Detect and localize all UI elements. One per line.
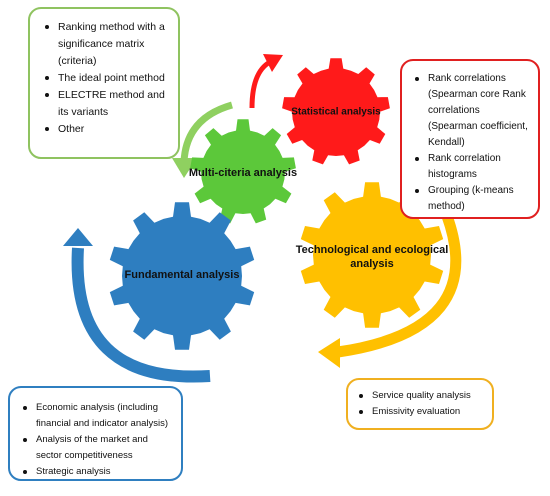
list-item: Service quality analysis: [354, 388, 486, 404]
list-item: The ideal point method: [40, 70, 170, 87]
list-item: Strategic analysis: [18, 464, 175, 480]
list-item: Analysis of the market and sector compet…: [18, 432, 175, 464]
statistical-gear: [282, 58, 390, 165]
list-item: ELECTRE method and its variants: [40, 87, 170, 121]
list-item: Emissivity evaluation: [354, 404, 486, 420]
technological-gear: [300, 182, 444, 328]
list-item: Economic analysis (including financial a…: [18, 400, 175, 432]
list-item: Ranking method with a significance matri…: [40, 19, 170, 70]
technological-methods-box: Service quality analysis Emissivity eval…: [346, 378, 494, 430]
red-arrow-shaft: [249, 59, 272, 109]
fundamental-gear: [109, 202, 255, 350]
list-item: Other: [40, 121, 170, 138]
yellow-arrowhead: [318, 338, 340, 368]
list-item: Rank correlation histograms: [410, 151, 530, 183]
yellow-arrow-shaft: [337, 214, 462, 358]
statistical-methods-box: Rank correlations (Spearman core Rank co…: [400, 59, 540, 219]
green-arrowhead: [172, 158, 197, 178]
list-item: Grouping (k-means method): [410, 183, 530, 215]
statistical-gear-label: Statistical analysis: [291, 106, 381, 118]
fundamental-gear-label: Fundamental analysis: [124, 269, 240, 281]
list-item: Rank correlations (Spearman core Rank co…: [410, 71, 530, 151]
multicriteria-methods-box: Ranking method with a significance matri…: [28, 7, 180, 159]
technological-gear-label: Technological and ecological analysis: [295, 244, 449, 270]
red-arrowhead: [263, 54, 283, 72]
blue-arrow-shaft: [71, 247, 211, 383]
blue-arrowhead: [63, 228, 93, 246]
multicriteria-gear: [190, 119, 296, 224]
multicriteria-gear-label: Multi-citeria analysis: [188, 167, 298, 179]
green-arrow-shaft: [180, 101, 234, 163]
fundamental-methods-box: Economic analysis (including financial a…: [8, 386, 183, 481]
